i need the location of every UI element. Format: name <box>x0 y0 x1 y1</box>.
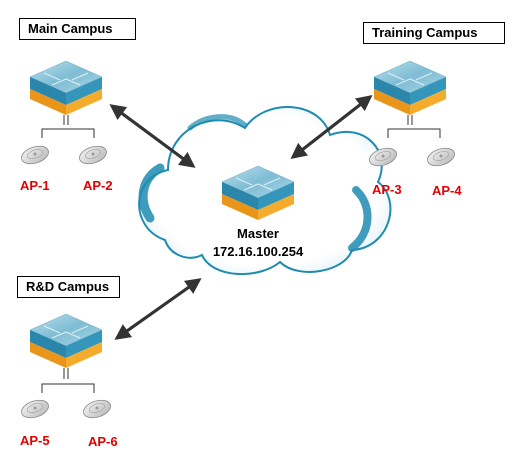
training-campus-wiring <box>387 115 441 138</box>
ap-5-label: AP-5 <box>20 433 50 448</box>
ap-6-icon <box>80 396 114 422</box>
arrow-training-master <box>290 95 373 159</box>
rd-campus-label: R&D Campus <box>17 276 120 298</box>
master-label: Master <box>237 226 279 241</box>
arrow-rd-master <box>114 278 202 340</box>
main-campus-label: Main Campus <box>19 18 136 40</box>
main-campus-wiring <box>41 115 95 138</box>
master-ip-label: 172.16.100.254 <box>212 244 304 259</box>
ap-3-label: AP-3 <box>372 182 402 197</box>
ap-4-label: AP-4 <box>432 183 462 198</box>
main-campus-switch-icon <box>29 60 103 116</box>
ap-1-label: AP-1 <box>20 178 50 193</box>
ap-2-label: AP-2 <box>83 178 113 193</box>
ap-1-icon <box>18 142 52 168</box>
rd-campus-wiring <box>41 368 95 393</box>
rd-campus-switch-icon <box>29 313 103 369</box>
ap-5-icon <box>18 396 52 422</box>
ap-4-icon <box>424 144 458 170</box>
ap-6-label: AP-6 <box>88 434 118 449</box>
ap-2-icon <box>76 142 110 168</box>
training-campus-switch-icon <box>373 60 447 116</box>
training-campus-label: Training Campus <box>363 22 505 44</box>
arrow-main-master <box>109 104 196 168</box>
